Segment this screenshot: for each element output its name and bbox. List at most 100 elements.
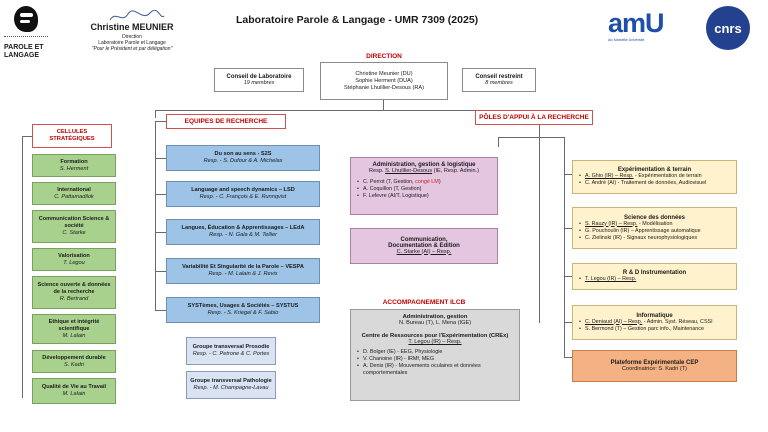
amu-logo: amU Aix Marseille Université xyxy=(608,8,684,52)
equipes-header-text: EQUIPES DE RECHERCHE xyxy=(184,118,268,125)
connector-line xyxy=(498,137,564,138)
cellule-person: C. Starke xyxy=(62,230,86,236)
cellule-person: C. Pattamadilok xyxy=(54,193,94,200)
groupe-name: Groupe transversal Pathologie xyxy=(190,378,272,384)
pole-right-member: G. Pouchoulin (IR) – Apprentissage autom… xyxy=(579,228,701,235)
conseil-restreint-count: 8 membres xyxy=(485,80,513,86)
cellule-box: Formation S. Herment xyxy=(32,154,116,177)
direction-member: Stéphanie Lhuillier-Desous (RA) xyxy=(344,84,424,91)
connector-line xyxy=(155,232,166,233)
plateforme-coord: Coordinatrice: S. Kadri (T) xyxy=(622,365,687,372)
connector-line xyxy=(155,121,166,122)
acc-crex-member: A. Denis (IR) - Mouvements oculaires et … xyxy=(357,363,513,377)
groupe-resp: Resp. - M. Champagne-Lavau xyxy=(193,385,269,391)
connector-line xyxy=(22,136,23,398)
accompagnement-header: ACCOMPAGNEMENT ILCB xyxy=(382,299,466,306)
cellule-name: Valorisation xyxy=(58,252,90,259)
poles-header: PÔLES D'APPUI À LA RECHERCHE xyxy=(475,110,593,125)
conseil-labo-count: 19 membres xyxy=(243,80,275,86)
conseil-labo-title: Conseil de Laboratoire xyxy=(226,74,292,80)
cellule-box: Ethique et intégrité scientifique M. Lal… xyxy=(32,314,116,344)
cellule-name: Formation xyxy=(60,158,88,165)
groupe-name: Groupe transversal Prosodie xyxy=(192,344,270,350)
groupe-transversal-box: Groupe transversal Pathologie Resp. - M.… xyxy=(186,371,276,399)
equipe-name: SYSTèmes, Usages & Sociétés – SYSTUS xyxy=(187,303,299,309)
pole-admin-members: C. Perrot (T, Gestion, congé LM) A. Coqu… xyxy=(357,179,441,200)
poles-header-text: PÔLES D'APPUI À LA RECHERCHE xyxy=(479,114,589,121)
cellule-box: Valorisation T. Legou xyxy=(32,248,116,271)
pole-communication-title: Communication, xyxy=(400,236,448,243)
cellule-person: R. Bertrand xyxy=(59,296,89,302)
pole-science-donnees-box: Science des données S. Rauzy (IR) – Resp… xyxy=(572,207,737,249)
connector-line xyxy=(155,158,166,159)
connector-line xyxy=(155,310,166,311)
cellule-box: International C. Pattamadilok xyxy=(32,182,116,205)
equipe-name: Du son au sens - S2S xyxy=(214,151,272,157)
equipe-name: Langues, Éducation & Apprentissages – LE… xyxy=(181,225,305,231)
lpl-logo: PAROLE ET LANGAGE xyxy=(4,4,48,64)
acc-crex-title: Centre de Ressources pour l'Expérimentat… xyxy=(361,333,509,339)
signature-line-2: "Pour le Président et par délégation" xyxy=(91,46,173,52)
cellule-person: M. Lalain xyxy=(62,332,86,339)
pole-admin-box: Administration, gestion & logistique Res… xyxy=(350,157,498,215)
acc-crex-member: V. Chanoine (IR) - IRMf, MEG xyxy=(357,356,513,363)
signature-name: Christine MEUNIER xyxy=(90,22,174,32)
conseil-laboratoire-box: Conseil de Laboratoire 19 membres xyxy=(214,68,304,92)
director-signature: Christine MEUNIER Direction Laboratoire … xyxy=(72,10,192,65)
signature-line-0: Direction xyxy=(122,34,142,40)
equipe-name: Language and speech dynamics – LSD xyxy=(191,187,295,193)
equipe-resp: Resp. - C. François & E. Runnqvist xyxy=(199,194,287,200)
pole-experimentation-box: Expérimentation & terrain A. Ghio (IR) –… xyxy=(572,160,737,194)
pole-admin-title: Administration, gestion & logistique xyxy=(372,162,476,168)
connector-line xyxy=(564,228,572,229)
plateforme-cep-box: Plateforme Expérimentale CEP Coordinatri… xyxy=(572,350,737,382)
direction-label: DIRECTION xyxy=(366,53,402,60)
equipe-resp: Resp. - S. Kriegel & F. Sabio xyxy=(207,310,279,316)
lpl-logo-text-2: LANGAGE xyxy=(4,52,39,59)
pole-communication-resp: C. Starke (AI) – Resp. xyxy=(396,248,452,255)
connector-line xyxy=(22,136,32,137)
acc-crex-member: D. Bolger (IE) - EEG, Physiologie xyxy=(357,349,513,356)
cellules-header-text: CELLULES STRATÉGIQUES xyxy=(49,129,95,142)
cellules-header: CELLULES STRATÉGIQUES xyxy=(32,124,112,148)
cellule-box: Développement durable S. Kadri xyxy=(32,350,116,373)
connector-line xyxy=(564,137,565,357)
pole-right-member: S. Bermond (T) – Gestion parc info., Mai… xyxy=(579,326,713,333)
pole-right-member: T. Legou (IR) – Resp. xyxy=(579,276,636,283)
acc-admin-title: Administration, gestion xyxy=(402,314,468,320)
lpl-logo-text-1: PAROLE ET xyxy=(4,44,44,51)
connector-line xyxy=(564,276,572,277)
connector-line xyxy=(155,110,156,118)
pole-right-title: Informatique xyxy=(636,312,673,319)
pole-informatique-box: Informatique C. Deniaud (AI) – Resp. - A… xyxy=(572,305,737,340)
connector-line xyxy=(155,121,156,311)
connector-line xyxy=(155,110,540,111)
direction-box: Christine Meunier (DU) Sophie Herment (D… xyxy=(320,62,448,100)
connector-line xyxy=(564,357,572,358)
direction-member: Christine Meunier (DU) xyxy=(355,70,413,77)
cellule-box: Communication Science & société C. Stark… xyxy=(32,210,116,243)
cellule-name: Communication Science & société xyxy=(38,216,110,229)
cellule-person: T. Legou xyxy=(63,259,85,266)
equipe-resp: Resp. - N. Gala & M. Tellier xyxy=(209,232,277,238)
equipe-resp: Resp. - M. Lalain & J. Revis xyxy=(208,271,278,277)
lpl-logo-mark xyxy=(14,6,38,32)
pole-right-member: C. Zielinski (IR) - Signaux neurophysiol… xyxy=(579,235,701,242)
plateforme-title: Plateforme Expérimentale CEP xyxy=(610,359,699,366)
groupe-transversal-box: Groupe transversal Prosodie Resp. - C. P… xyxy=(186,337,276,365)
pole-communication-title: Documentation & Edition xyxy=(388,242,460,249)
amu-logo-sub: Aix Marseille Université xyxy=(608,38,645,42)
acc-crex-members: D. Bolger (IE) - EEG, Physiologie V. Cha… xyxy=(357,349,513,377)
accompagnement-box: Administration, gestion N. Bureau (T), L… xyxy=(350,309,520,401)
acc-crex-resp: T. Legou (IR) – Resp. xyxy=(408,339,462,345)
pole-right-title: Science des données xyxy=(623,214,686,221)
cnrs-logo: cnrs xyxy=(706,6,750,50)
cellule-box: Qualité de Vie au Travail M. Lalain xyxy=(32,378,116,404)
pole-right-members: C. Deniaud (AI) – Resp. - Admin. Syst. R… xyxy=(579,319,713,333)
cellule-person: S. Herment xyxy=(59,165,89,172)
acc-admin-people: N. Bureau (T), L. Mena (IGE) xyxy=(398,320,472,326)
pole-right-member: C. André (AI) - Traitement de données, A… xyxy=(579,180,706,187)
cellule-name: International xyxy=(57,186,91,193)
conseil-restreint-box: Conseil restreint 8 membres xyxy=(462,68,536,92)
pole-instrumentation-box: R & D Instrumentation T. Legou (IR) – Re… xyxy=(572,263,737,290)
